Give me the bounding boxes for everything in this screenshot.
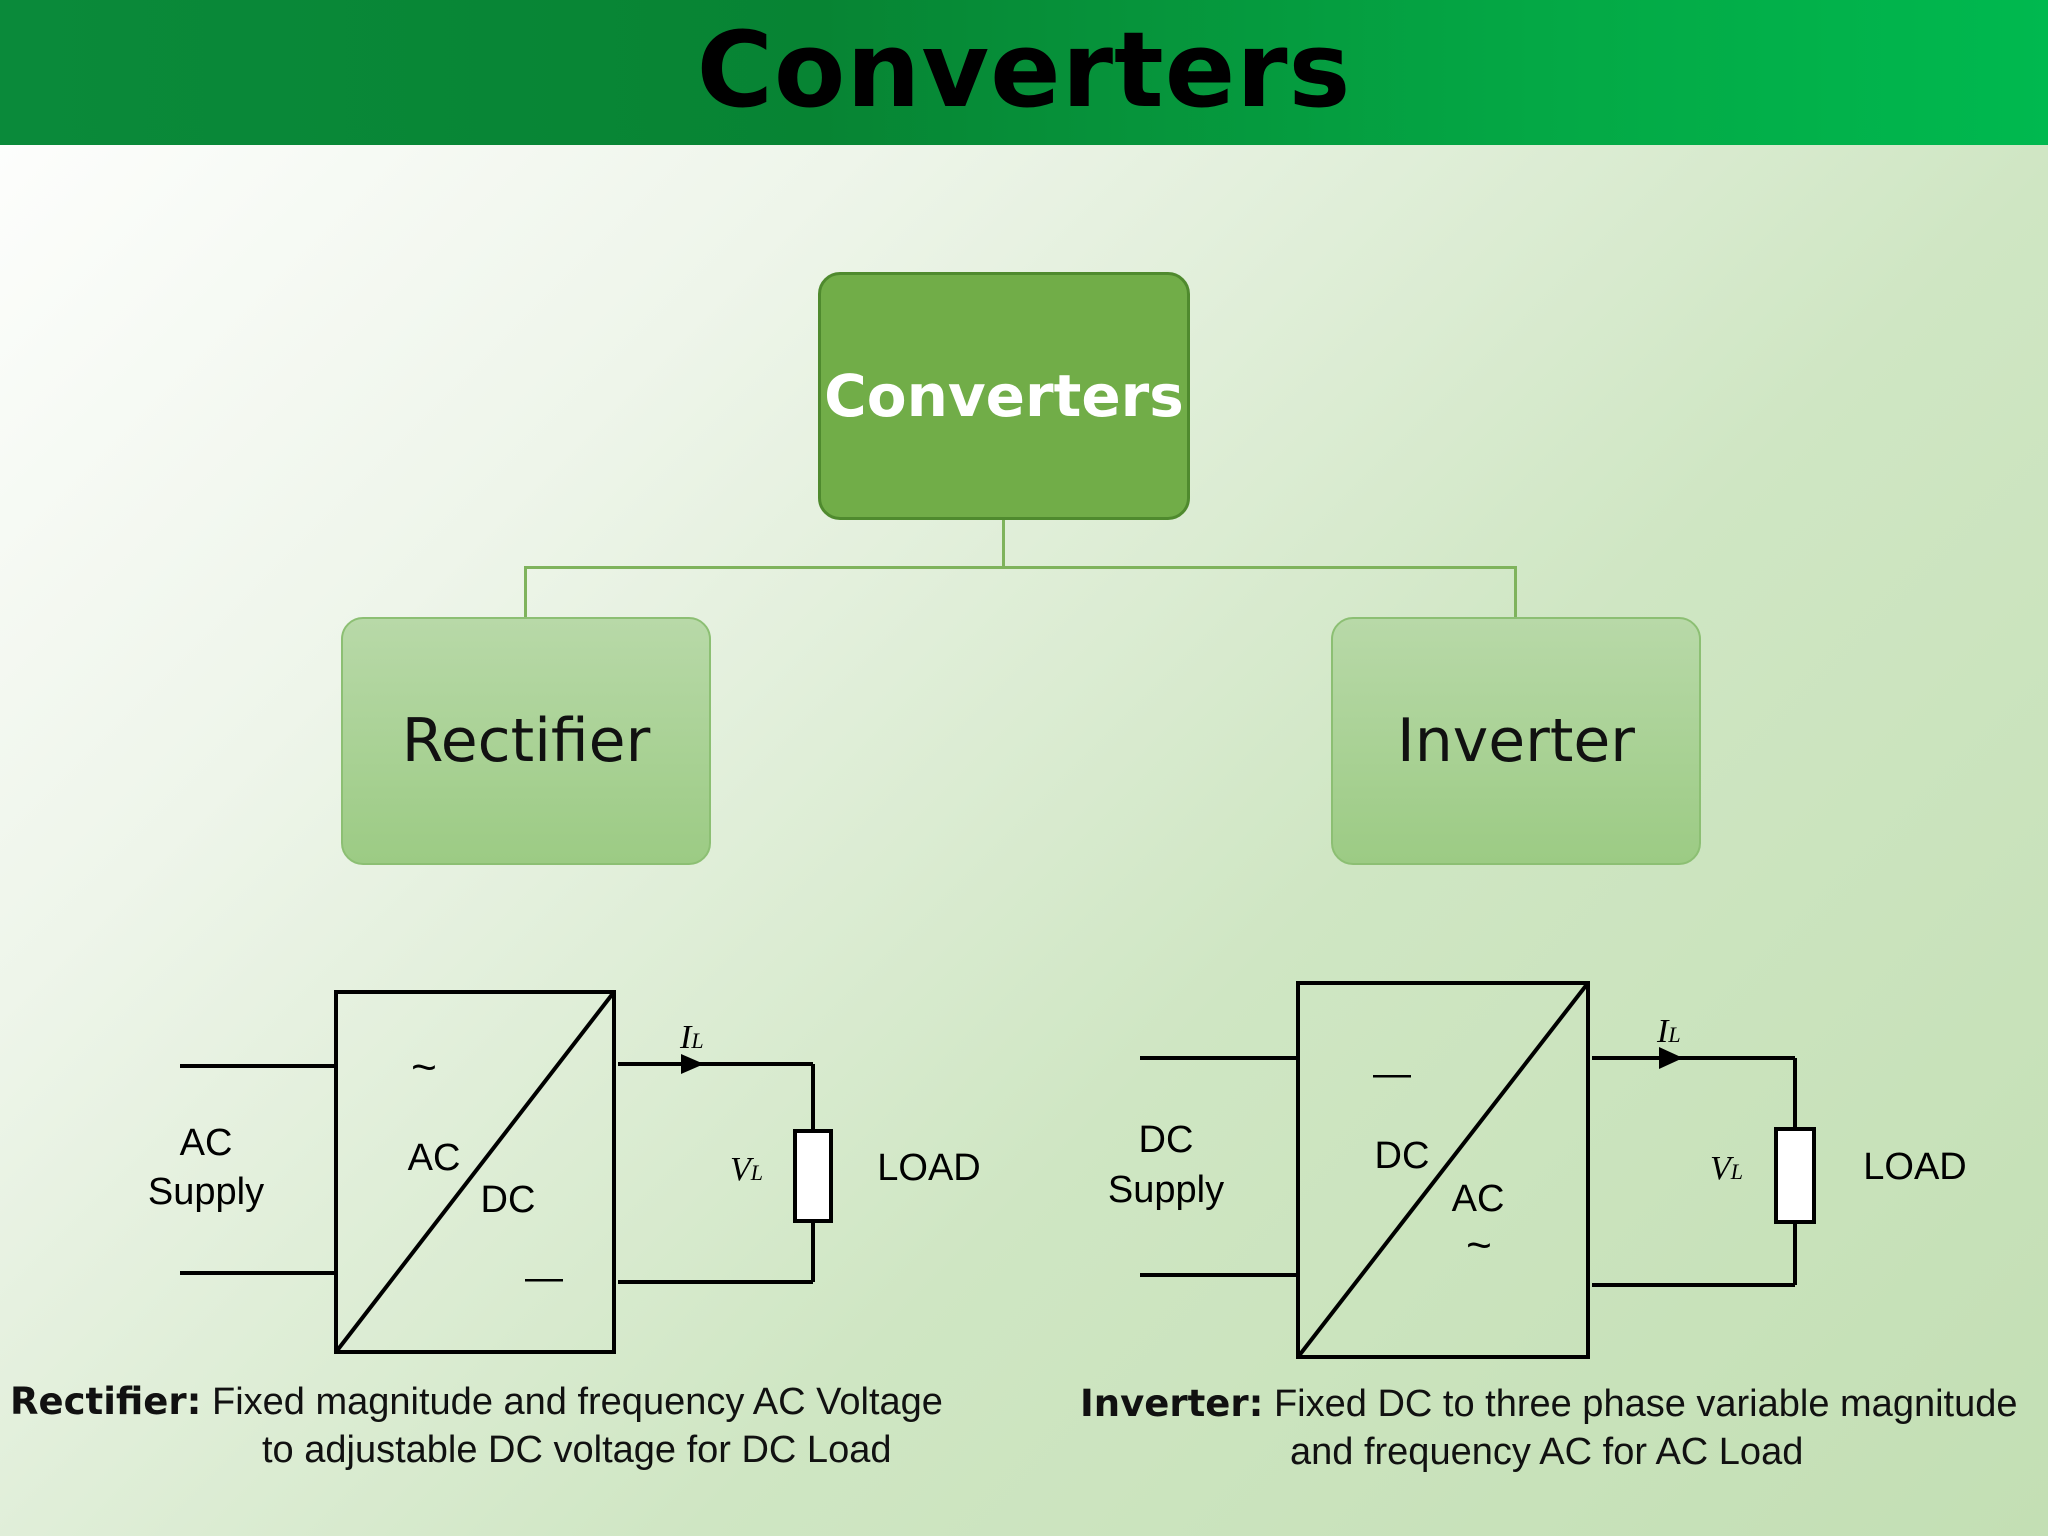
rectifier-caption-heading: Rectifier: bbox=[10, 1380, 202, 1423]
rectifier-box-diagonal bbox=[334, 990, 616, 1354]
rectifier-output-symbol: — bbox=[525, 1257, 563, 1299]
node-rectifier-label: Rectifier bbox=[401, 706, 651, 776]
inverter-load-resistor bbox=[1774, 1127, 1816, 1224]
inverter-caption: Inverter: Fixed DC to three phase variab… bbox=[1080, 1380, 2046, 1476]
connector-to-rectifier bbox=[524, 566, 527, 618]
inverter-current-arrow bbox=[1659, 1047, 1683, 1069]
connector-horizontal bbox=[524, 566, 1517, 569]
node-converters: Converters bbox=[818, 272, 1190, 520]
page-title: Converters bbox=[696, 8, 1352, 131]
inverter-output-symbol: ~ bbox=[1466, 1221, 1492, 1270]
inverter-caption-text1: Fixed DC to three phase variable magnitu… bbox=[1263, 1383, 2018, 1425]
rectifier-caption-text1: Fixed magnitude and frequency AC Voltage bbox=[201, 1381, 943, 1423]
inverter-input-symbol: — bbox=[1373, 1053, 1411, 1095]
inverter-current-label: IL bbox=[1656, 1013, 1681, 1050]
rectifier-converter-box bbox=[334, 990, 616, 1354]
rectifier-input-symbol: ~ bbox=[411, 1043, 437, 1092]
inverter-supply-label-1: DC bbox=[1139, 1119, 1194, 1161]
inverter-box-top-label: DC bbox=[1375, 1135, 1430, 1177]
rectifier-load-resistor bbox=[793, 1129, 833, 1223]
rectifier-box-top-label: AC bbox=[408, 1137, 461, 1179]
connector-to-inverter bbox=[1514, 566, 1517, 618]
inverter-supply-label-2: Supply bbox=[1108, 1169, 1224, 1211]
rectifier-load-label: LOAD bbox=[877, 1147, 980, 1189]
rectifier-caption: Rectifier: Fixed magnitude and frequency… bbox=[10, 1378, 1000, 1474]
rectifier-box-bottom-label: DC bbox=[481, 1179, 536, 1221]
rectifier-voltage-label: VL bbox=[730, 1151, 763, 1188]
node-rectifier: Rectifier bbox=[341, 617, 711, 865]
inverter-caption-line1: Inverter: Fixed DC to three phase variab… bbox=[1080, 1380, 2046, 1428]
node-converters-label: Converters bbox=[824, 362, 1184, 430]
node-inverter: Inverter bbox=[1331, 617, 1701, 865]
inverter-circuit bbox=[1140, 981, 1816, 1359]
inverter-voltage-label: VL bbox=[1710, 1150, 1743, 1187]
inverter-converter-box bbox=[1296, 981, 1590, 1359]
inverter-box-diagonal bbox=[1296, 981, 1590, 1359]
rectifier-current-label: IL bbox=[679, 1019, 704, 1056]
inverter-caption-line2: and frequency AC for AC Load bbox=[1290, 1431, 1804, 1473]
inverter-load-label: LOAD bbox=[1863, 1146, 1966, 1188]
inverter-caption-heading: Inverter: bbox=[1080, 1382, 1264, 1425]
inverter-box-bottom-label: AC bbox=[1452, 1178, 1505, 1220]
rectifier-current-arrow bbox=[681, 1054, 704, 1074]
rectifier-caption-line2: to adjustable DC voltage for DC Load bbox=[262, 1429, 892, 1471]
connector-root-down bbox=[1002, 520, 1005, 568]
title-bar: Converters bbox=[0, 0, 2048, 145]
rectifier-caption-line1: Rectifier: Fixed magnitude and frequency… bbox=[10, 1378, 1000, 1426]
rectifier-supply-label-2: Supply bbox=[148, 1171, 264, 1213]
rectifier-circuit bbox=[180, 990, 833, 1354]
node-inverter-label: Inverter bbox=[1397, 706, 1635, 776]
rectifier-supply-label-1: AC bbox=[180, 1122, 233, 1164]
